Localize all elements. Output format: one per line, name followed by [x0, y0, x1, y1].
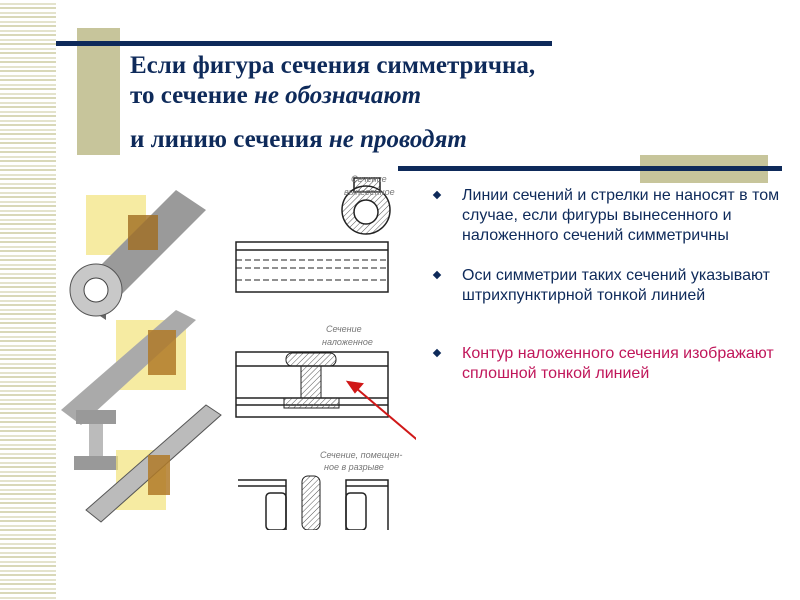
- label-break-1: Сечение, помещен-: [320, 450, 402, 460]
- title-emphasis: не обозначают: [253, 82, 422, 109]
- label-break-2: ное в разрыве: [324, 462, 384, 472]
- diamond-bullet-icon: [432, 190, 442, 200]
- red-pointer-arrow: [345, 380, 416, 441]
- title-line-1: Если фигура сечения симметрична,: [130, 52, 536, 79]
- bullet-item: Контур наложенного сечения изображают сп…: [432, 344, 782, 384]
- diamond-bullet-icon: [432, 270, 442, 280]
- bullet-text: Линии сечений и стрелки не наносят в том…: [462, 187, 780, 244]
- title-text: и линию сечения: [130, 126, 329, 153]
- decorative-block: [77, 28, 120, 155]
- beam-3d-illustration: [61, 310, 196, 470]
- shaft-3d-illustration: [69, 190, 206, 320]
- bullet-item: Оси симметрии таких сечений указывают шт…: [432, 266, 782, 306]
- title-line-3: и линию сечения не проводят: [130, 126, 467, 154]
- title-text: то сечение: [130, 82, 254, 109]
- bullet-list: Линии сечений и стрелки не наносят в том…: [432, 186, 782, 404]
- section-drawings: Сечение вынесенное Сечение наложенное Се…: [61, 174, 416, 530]
- overlaid-section-drawing: [235, 351, 389, 418]
- label-removed-1: Сечение: [351, 174, 387, 184]
- title-emphasis: не проводят: [328, 126, 467, 153]
- bullet-text: Оси симметрии таких сечений указывают шт…: [462, 267, 770, 304]
- bar-3d-illustration: [85, 404, 222, 523]
- label-overlaid-2: наложенное: [322, 337, 373, 347]
- bullet-text: Контур наложенного сечения изображают сп…: [462, 345, 774, 382]
- label-overlaid-1: Сечение: [326, 324, 362, 334]
- bullet-item: Линии сечений и стрелки не наносят в том…: [432, 186, 782, 246]
- label-removed-2: вынесенное: [344, 187, 395, 197]
- title-line-2: то сечение не обозначают: [130, 82, 421, 110]
- break-section-drawing: [238, 475, 389, 530]
- decorative-stripes: [0, 0, 56, 600]
- removed-section-drawing: [235, 177, 391, 293]
- title-rule: [56, 41, 552, 46]
- divider-rule: [398, 166, 782, 171]
- diamond-bullet-icon: [432, 348, 442, 358]
